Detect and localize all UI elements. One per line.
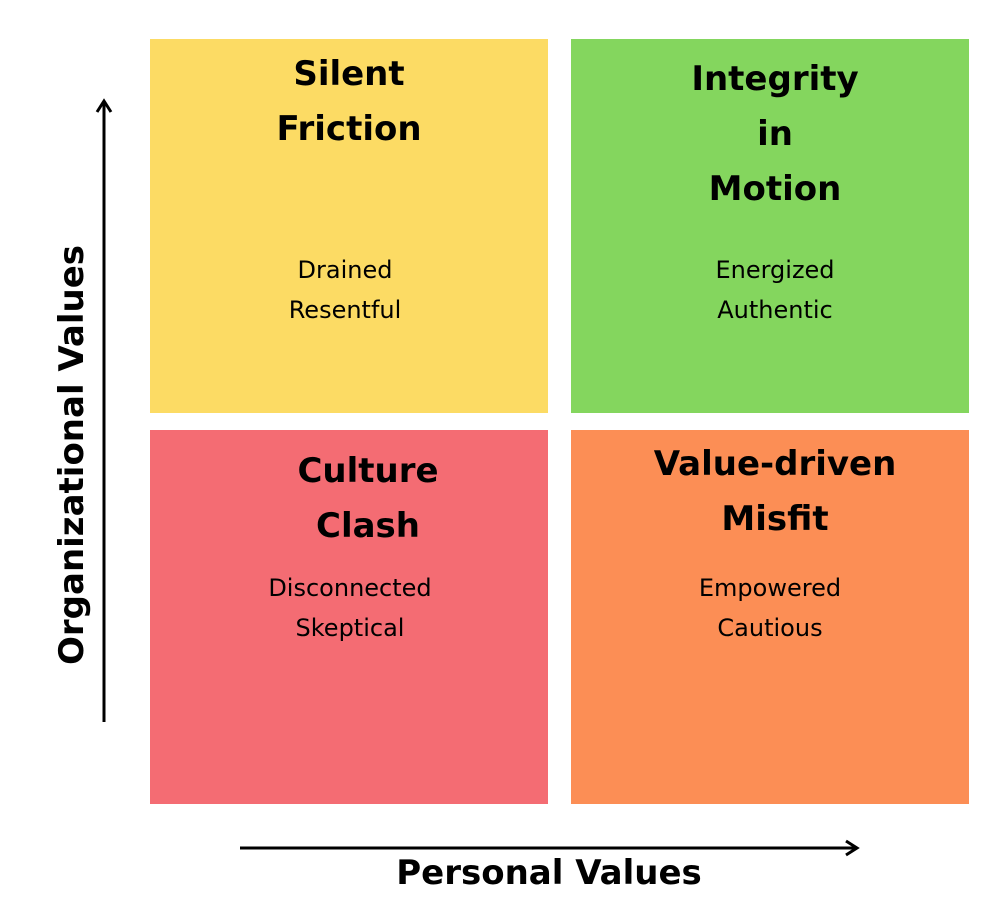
quadrant-feelings: Energized Authentic — [715, 256, 835, 324]
quadrant-title: Culture Clash — [297, 451, 439, 546]
quadrant-silent-friction: Silent Friction Drained Resentful — [150, 39, 548, 413]
y-axis-arrow — [95, 98, 113, 722]
quadrant-title: Value-driven Misfit — [653, 444, 897, 539]
quadrant-title: Silent Friction — [276, 54, 422, 149]
quadrant-feelings: Drained Resentful — [288, 256, 402, 324]
quadrant-title: Integrity in Motion — [691, 59, 859, 209]
quadrant-integrity-in-motion: Integrity in Motion Energized Authentic — [571, 39, 969, 413]
quadrant-feelings: Empowered Cautious — [698, 574, 842, 642]
x-axis-label: Personal Values — [396, 853, 702, 893]
quadrant-culture-clash: Culture Clash Disconnected Skeptical — [150, 430, 548, 804]
quadrant-feelings: Disconnected Skeptical — [268, 574, 432, 642]
y-axis-label: Organizational Values — [52, 244, 92, 666]
x-axis-arrow — [240, 839, 860, 857]
quadrant-value-driven-misfit: Value-driven Misfit Empowered Cautious — [571, 430, 969, 804]
